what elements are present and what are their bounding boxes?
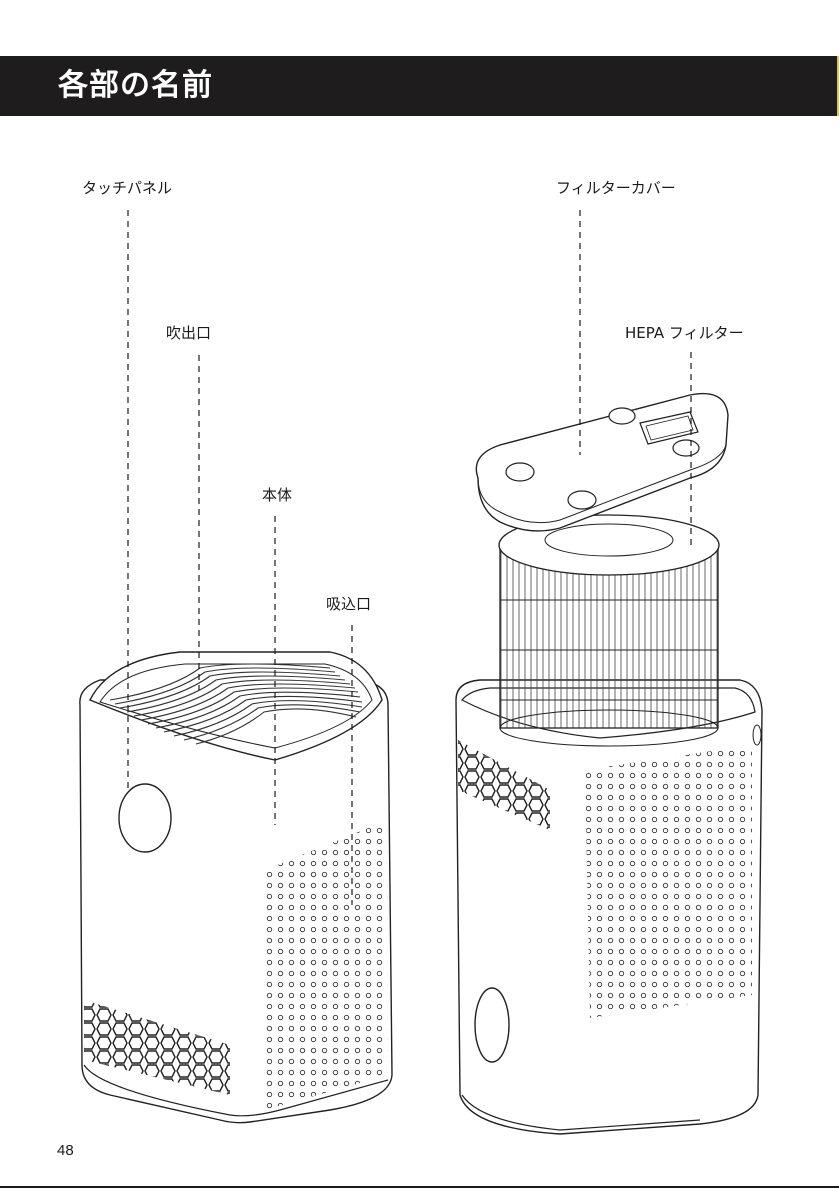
left-purifier-body (80, 652, 392, 1123)
filter-cover-drawing (476, 394, 728, 531)
page-number: 48 (57, 1142, 74, 1159)
right-purifier-body (456, 680, 762, 1134)
bottom-divider (0, 1186, 839, 1188)
hepa-filter-drawing (499, 515, 719, 746)
touch-panel-shape (119, 784, 171, 852)
